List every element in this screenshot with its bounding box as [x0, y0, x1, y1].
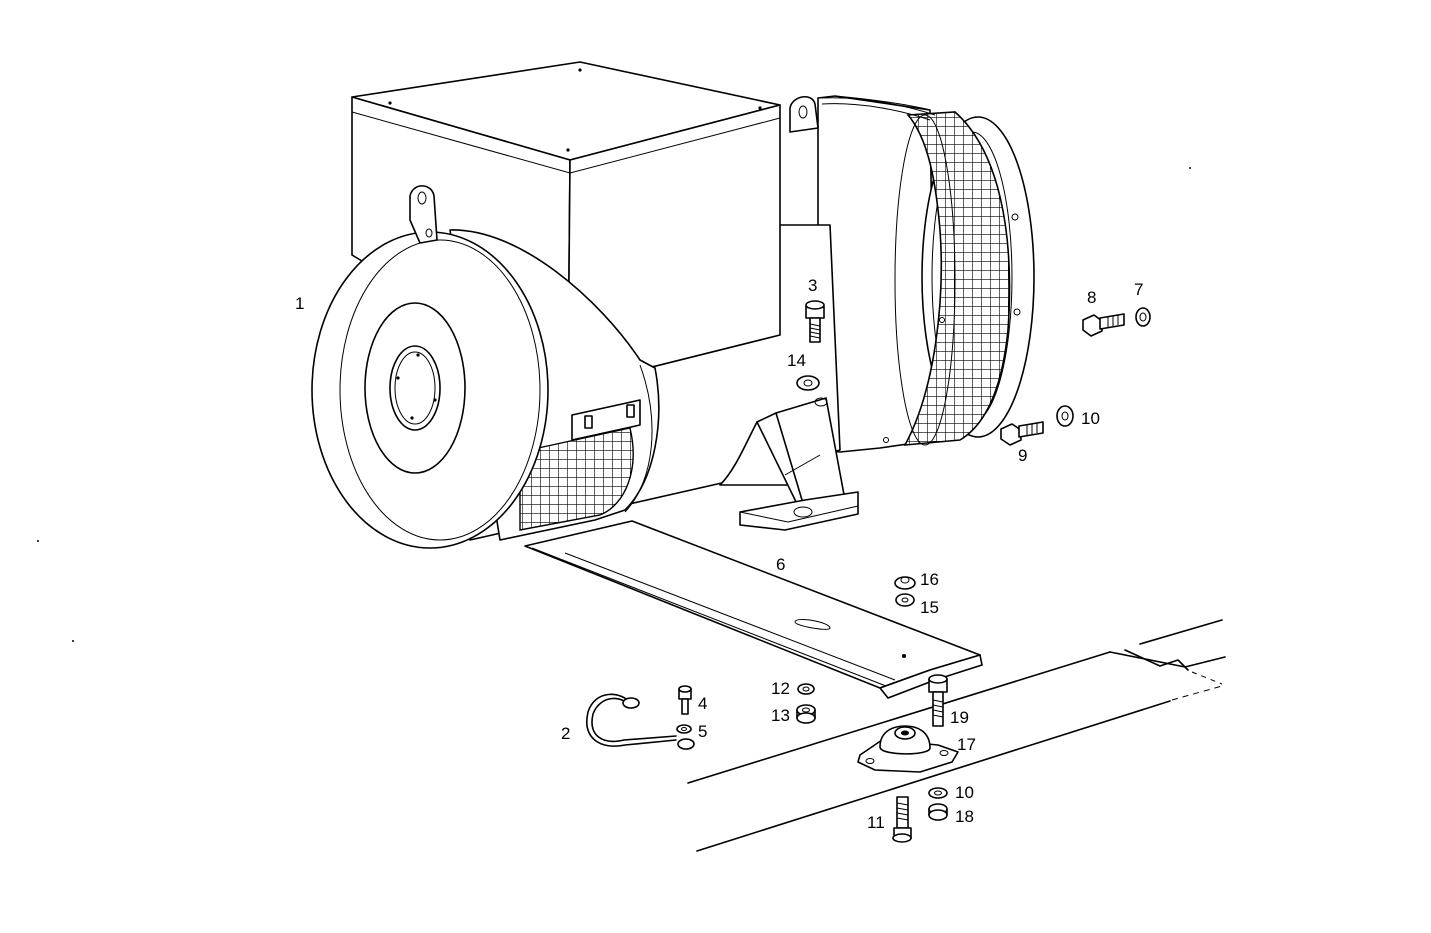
- specks: [37, 167, 1191, 642]
- part-11-bolt: [892, 796, 912, 843]
- callout-12: 12: [771, 679, 790, 698]
- part-3-screw: [805, 300, 825, 343]
- front-end-cover: [311, 231, 549, 549]
- callout-5: 5: [698, 722, 707, 741]
- callout-18: 18: [955, 807, 974, 826]
- base-frame-rails: [687, 619, 1226, 852]
- front-lifting-eye: [409, 185, 438, 244]
- part-14-washer: [796, 375, 820, 391]
- part-10-washer-upper: [1056, 405, 1074, 427]
- part-7-washer: [1135, 307, 1151, 327]
- part-4-screw: [678, 685, 692, 715]
- part-13-washer: [796, 704, 816, 724]
- callout-4: 4: [698, 694, 707, 713]
- part-12-nut: [797, 683, 815, 695]
- mounting-foot: [719, 397, 859, 531]
- part-19-stud: [928, 674, 948, 727]
- callout-15: 15: [920, 598, 939, 617]
- part-10-washer-lower: [928, 787, 948, 799]
- part-17-anti-vibration-mount: [857, 725, 959, 773]
- callout-13: 13: [771, 706, 790, 725]
- callout-10-upper: 10: [1081, 409, 1100, 428]
- callout-1: 1: [295, 294, 304, 313]
- part-18-washer: [928, 803, 948, 821]
- callout-6: 6: [776, 555, 785, 574]
- callout-9: 9: [1018, 446, 1027, 465]
- callout-3: 3: [808, 276, 817, 295]
- part-6-bracket-plate: [524, 520, 983, 699]
- generator-rear-drum: [817, 95, 1035, 453]
- part-2-earth-cable: [586, 693, 695, 750]
- part-16-nut: [894, 576, 916, 590]
- callout-14: 14: [787, 351, 806, 370]
- callout-17: 17: [957, 735, 976, 754]
- callout-11: 11: [867, 813, 885, 832]
- part-5-washer: [676, 724, 692, 734]
- callout-labels: 1 2 3 4 5 6 7 8 9 10 10 11 12 13 14 15 1…: [295, 276, 1143, 832]
- part-9-bolt: [1000, 421, 1044, 446]
- part-8-bolt: [1082, 313, 1125, 337]
- callout-2: 2: [561, 724, 570, 743]
- callout-10-lower: 10: [955, 783, 974, 802]
- callout-7: 7: [1134, 280, 1143, 299]
- callout-8: 8: [1087, 288, 1096, 307]
- rear-lifting-eye: [789, 96, 819, 133]
- callout-19: 19: [950, 708, 969, 727]
- part-15-washer: [895, 593, 915, 607]
- callout-16: 16: [920, 570, 939, 589]
